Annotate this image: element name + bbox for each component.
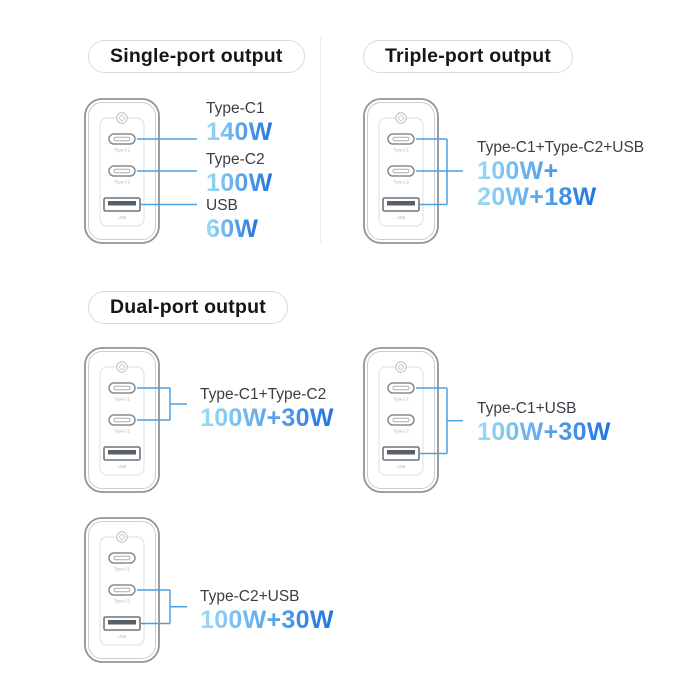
section-title-text: Dual-port output: [110, 296, 266, 318]
type-c1-port-label: Type-C1: [393, 148, 409, 153]
usb-a-port: USB: [103, 197, 141, 220]
annotation-single-usb: USB 60W: [206, 197, 258, 242]
annotation-dual-c1-usb: Type-C1+USB 100W+30W: [477, 400, 611, 445]
brand-logo-icon: [116, 531, 128, 543]
usb-a-port: USB: [103, 446, 141, 469]
charger-device-triple: Type-C1 Type-C2 USB: [363, 98, 439, 244]
usb-a-port: USB: [103, 616, 141, 639]
port-name-label: Type-C2+USB: [200, 588, 300, 605]
section-divider: [320, 37, 321, 243]
section-title-triple-port: Triple-port output: [363, 40, 574, 73]
power-value: 100W+30W: [477, 418, 611, 446]
type-c1-port-label: Type-C1: [114, 567, 130, 572]
annotation-single-type-c1: Type-C1 140W: [206, 100, 273, 145]
type-c1-port-label: Type-C1: [114, 397, 130, 402]
section-title-text: Single-port output: [110, 45, 283, 67]
type-c2-port-label: Type-C2: [393, 180, 409, 185]
brand-logo-icon: [116, 112, 128, 124]
usb-port-label: USB: [397, 215, 406, 220]
charger-device-dual-c1-usb: Type-C1 Type-C2 USB: [363, 347, 439, 493]
brand-logo-icon: [395, 112, 407, 124]
section-title-dual-port: Dual-port output: [88, 291, 288, 324]
annotation-dual-c2-usb: Type-C2+USB 100W+30W: [200, 588, 334, 633]
port-name-label: USB: [206, 197, 238, 214]
brand-logo-icon: [116, 361, 128, 373]
usb-a-port: USB: [382, 197, 420, 220]
power-value: 60W: [206, 215, 259, 243]
port-name-label: Type-C1+Type-C2+USB: [477, 139, 645, 156]
type-c1-port-label: Type-C1: [114, 148, 130, 153]
power-value: 100W+30W: [200, 606, 334, 634]
type-c2-port: Type-C2: [108, 584, 136, 604]
usb-port-label: USB: [118, 464, 127, 469]
charger-device-dual-c2-usb: Type-C1 Type-C2 USB: [84, 517, 160, 663]
section-title-single-port: Single-port output: [88, 40, 305, 73]
type-c2-port-label: Type-C2: [114, 429, 130, 434]
type-c2-port: Type-C2: [108, 414, 136, 434]
type-c2-port: Type-C2: [108, 165, 136, 185]
usb-a-port: USB: [382, 446, 420, 469]
power-value: 100W: [206, 169, 273, 197]
power-value: 140W: [206, 118, 273, 146]
annotation-triple-all-ports: Type-C1+Type-C2+USB 100W+ 20W+18W: [477, 139, 644, 210]
type-c1-port: Type-C1: [108, 382, 136, 402]
annotation-single-type-c2: Type-C2 100W: [206, 151, 273, 196]
charger-device-single: Type-C1 Type-C2 USB: [84, 98, 160, 244]
power-value: 100W+ 20W+18W: [477, 157, 597, 211]
charger-body-inner-edge: [367, 351, 435, 489]
type-c2-port-label: Type-C2: [114, 599, 130, 604]
type-c1-port: Type-C1: [387, 382, 415, 402]
type-c1-port: Type-C1: [387, 133, 415, 153]
section-title-text: Triple-port output: [385, 45, 552, 67]
port-name-label: Type-C1: [206, 100, 265, 117]
port-name-label: Type-C2: [206, 151, 265, 168]
port-name-label: Type-C1+USB: [477, 400, 577, 417]
type-c2-port-label: Type-C2: [393, 429, 409, 434]
usb-port-label: USB: [118, 634, 127, 639]
type-c2-port-label: Type-C2: [114, 180, 130, 185]
usb-port-label: USB: [397, 464, 406, 469]
type-c2-port: Type-C2: [387, 165, 415, 185]
charger-device-dual-c1-c2: Type-C1 Type-C2 USB: [84, 347, 160, 493]
type-c2-port: Type-C2: [387, 414, 415, 434]
type-c1-port: Type-C1: [108, 133, 136, 153]
type-c1-port: Type-C1: [108, 552, 136, 572]
power-value: 100W+30W: [200, 404, 334, 432]
type-c1-port-label: Type-C1: [393, 397, 409, 402]
port-name-label: Type-C1+Type-C2: [200, 386, 327, 403]
usb-port-label: USB: [118, 215, 127, 220]
annotation-dual-c1-c2: Type-C1+Type-C2 100W+30W: [200, 386, 334, 431]
brand-logo-icon: [395, 361, 407, 373]
